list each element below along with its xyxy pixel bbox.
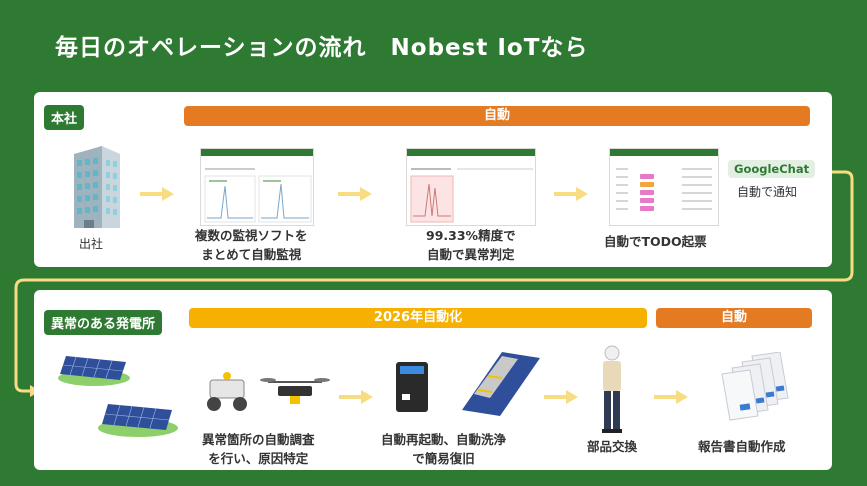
arrow-right-icon — [140, 187, 174, 201]
auto-bar-bottom: 自動 — [656, 308, 812, 328]
step-recover-caption: 自動再起動、自動洗浄 で簡易復旧 — [381, 430, 506, 468]
step-detect-line1: 99.33%精度で — [426, 228, 516, 243]
step-recover-line2: で簡易復旧 — [412, 451, 475, 466]
device-cleaner-icon — [396, 352, 540, 416]
step-detect-line2: 自動で異常判定 — [427, 247, 515, 262]
report-documents-icon — [721, 352, 789, 421]
arrow-right-icon — [544, 390, 578, 404]
monitoring-screenshot — [200, 148, 314, 226]
arrow-right-icon — [338, 187, 372, 201]
step-monitor-line1: 複数の監視ソフトを — [195, 228, 308, 243]
anomaly-screenshot — [406, 148, 536, 226]
title-main: 毎日のオペレーションの流れ — [55, 35, 367, 61]
office-label: 出社 — [79, 237, 104, 251]
solar-panel-icon — [58, 356, 178, 437]
arrow-right-icon — [654, 390, 688, 404]
step-monitor-caption: 複数の監視ソフトを まとめて自動監視 — [195, 226, 308, 264]
worker-icon — [602, 345, 622, 433]
arrow-right-icon — [339, 390, 373, 404]
title-brand: Nobest IoTなら — [390, 35, 589, 61]
auto-bar-top: 自動 — [184, 106, 810, 126]
step-investigate-line2: を行い、原因特定 — [208, 451, 309, 466]
step-replace-caption: 部品交換 — [587, 439, 638, 454]
power-plant-tag: 異常のある発電所 — [44, 310, 163, 335]
headquarters-tag: 本社 — [44, 105, 85, 130]
page-title: 毎日のオペレーションの流れ Nobest IoTなら — [55, 28, 588, 62]
power-plant-panel: 異常のある発電所 2026年自動化 自動 異常箇所の自動調査 を行い、原因特定 … — [34, 290, 832, 470]
step-investigate-line1: 異常箇所の自動調査 — [202, 432, 315, 447]
step-todo-caption: 自動でTODO起票 — [604, 234, 707, 249]
googlechat-badge: GoogleChat — [728, 160, 816, 178]
headquarters-panel: 本社 自動 出社 — [34, 92, 832, 267]
arrow-right-icon — [554, 187, 588, 201]
step-detect-caption: 99.33%精度で 自動で異常判定 — [426, 226, 516, 264]
office-building-icon — [74, 146, 120, 228]
robot-drone-icon — [207, 372, 330, 411]
notify-caption: 自動で通知 — [737, 185, 798, 199]
step-investigate-caption: 異常箇所の自動調査 を行い、原因特定 — [202, 430, 315, 468]
step-report-caption: 報告書自動作成 — [698, 439, 786, 454]
plan-2026-bar: 2026年自動化 — [189, 308, 647, 328]
step-monitor-line2: まとめて自動監視 — [201, 247, 302, 262]
todo-screenshot — [609, 148, 719, 226]
step-recover-line1: 自動再起動、自動洗浄 — [381, 432, 507, 447]
